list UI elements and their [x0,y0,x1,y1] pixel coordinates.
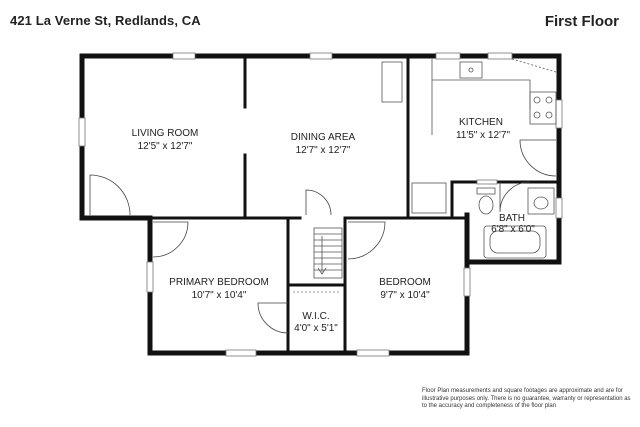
bathtub [483,225,547,259]
door-wic [257,302,289,334]
door-kitchen [519,139,557,177]
room-name-bath: BATH [499,213,525,224]
door-living [89,174,131,216]
room-name-kitchen: KITCHEN [459,117,503,128]
kitchen-stove [529,91,557,125]
room-dim-bedroom: 9'7" x 10'4" [380,290,430,301]
room-name-living: LIVING ROOM [131,128,199,139]
toilet-bowl [478,195,494,215]
room-dim-living: 12'5" x 12'7" [137,141,193,152]
room-name-wic: W.I.C. [302,311,330,322]
room-name-bedroom: BEDROOM [379,277,431,288]
room-dim-dining: 12'7" x 12'7" [295,145,351,156]
stairs [313,227,343,279]
door-primary [152,221,189,258]
room-dim-primary-bedroom: 10'7" x 10'4" [191,290,247,301]
disclaimer-text: Floor Plan measurements and square foota… [422,388,631,409]
bath-vanity [527,187,555,215]
kitchen-sink [459,61,483,79]
toilet-tank [476,187,496,195]
room-dim-wic: 4'0" x 5'1" [294,323,338,334]
fridge [411,182,447,214]
room-dim-bath: 6'8" x 6'0" [491,224,535,235]
floor-title: First Floor [544,13,619,30]
outer-wall-lower-left [79,215,153,356]
room-name-primary-bedroom: PRIMARY BEDROOM [169,277,269,288]
door-bath [499,181,531,213]
door-dining [305,189,332,216]
address-title: 421 La Verne St, Redlands, CA [10,13,201,28]
room-name-dining: DINING AREA [290,132,356,143]
door-bedroom [347,221,386,260]
room-dim-kitchen: 11'5" x 12'7" [455,130,511,141]
